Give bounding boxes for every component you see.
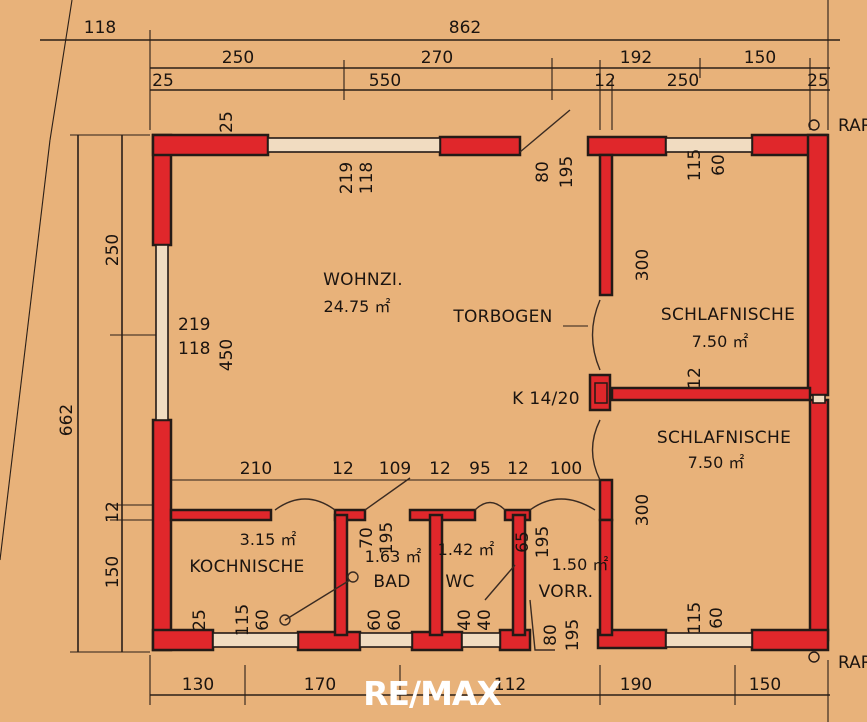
dim-bottom-190: 190	[620, 675, 652, 695]
dim-bad-win-60a: 60	[365, 609, 385, 631]
bottom-dimension-lines	[149, 655, 830, 722]
dim-top-150: 150	[744, 48, 776, 68]
inner-dimension-labels: 210 12 109 12 95 12 100	[171, 459, 600, 481]
dim-top-12: 12	[594, 71, 616, 91]
label-torbogen: TORBOGEN	[452, 307, 552, 327]
room-labels: WOHNZI. 24.75 ㎡ SCHLAFNISCHE 7.50 ㎡ SCHL…	[189, 270, 795, 602]
dim-wc-win-40b: 40	[475, 609, 495, 631]
dim-inner-95: 95	[469, 459, 491, 479]
dim-vorr-door-195: 195	[563, 619, 583, 651]
dim-inner-12a: 12	[332, 459, 354, 479]
room-area-kochnische: 3.15 ㎡	[240, 530, 297, 549]
dim-wall-25-top: 25	[217, 111, 237, 133]
top-dimension-lines	[40, 0, 840, 141]
remax-watermark: RE/MAX	[363, 674, 501, 713]
top-dimension-labels: 118 862 250 270 192 150 25 550 12 250 25	[84, 18, 829, 91]
rar-marker-bottom	[808, 651, 820, 663]
dim-wc-win-40a: 40	[455, 609, 475, 631]
dim-top-25-right: 25	[807, 71, 829, 91]
dim-wohn-window-219: 219	[178, 315, 210, 335]
dim-door-80: 80	[533, 161, 553, 183]
room-name-wohnzimmer: WOHNZI.	[323, 270, 403, 290]
room-name-wc: WC	[445, 572, 474, 592]
dim-inner-100: 100	[550, 459, 582, 479]
dim-inner-12c: 12	[507, 459, 529, 479]
dim-bottom-150: 150	[749, 675, 781, 695]
bottom-dimension-labels: 130 170 112 190 150	[182, 675, 781, 695]
rar-marker-top	[808, 119, 820, 131]
dim-left-662: 662	[57, 404, 77, 436]
doors	[274, 109, 601, 651]
room-area-schlafnische-2: 7.50 ㎡	[688, 453, 745, 472]
room-name-schlafnische-1: SCHLAFNISCHE	[661, 305, 795, 325]
dim-schlaf1-300: 300	[633, 249, 653, 281]
dim-wall-25-bottom: 25	[190, 609, 210, 631]
annotation-labels: TORBOGEN K 14/20 RAR RAR	[452, 116, 867, 673]
dim-door-195: 195	[557, 156, 577, 188]
dim-left-12: 12	[103, 501, 123, 523]
dim-bad-door-70: 70	[357, 527, 377, 549]
dim-bottom-130: 130	[182, 675, 214, 695]
dim-left-250: 250	[103, 234, 123, 266]
room-name-kochnische: KOCHNISCHE	[189, 557, 304, 577]
room-area-vorraum: 1.50 ㎡	[552, 555, 609, 574]
walls	[151, 133, 830, 652]
room-area-bad: 1.63 ㎡	[365, 547, 422, 566]
dim-top-118: 118	[84, 18, 116, 38]
dim-vorr-door-80: 80	[541, 624, 561, 646]
dim-wc-door-195: 195	[533, 526, 553, 558]
dim-top-window-118: 118	[357, 162, 377, 194]
dim-inner-109: 109	[379, 459, 411, 479]
dim-bottom-170: 170	[304, 675, 336, 695]
label-rar-top: RAR	[838, 116, 867, 136]
label-rar-bottom: RAR	[838, 653, 867, 673]
dim-top-270: 270	[421, 48, 453, 68]
room-area-wohnzimmer: 24.75 ㎡	[324, 297, 391, 316]
dim-bad-door-195: 195	[377, 522, 397, 554]
dim-top-25-left: 25	[152, 71, 174, 91]
dim-wohn-window-118: 118	[178, 339, 210, 359]
dim-schlaf-win-bottom-60: 60	[707, 607, 727, 629]
dim-schlaf2-300: 300	[633, 494, 653, 526]
kamin-marker	[594, 382, 608, 404]
dim-bottom-112: 112	[494, 675, 526, 695]
dim-wc-door-65: 65	[513, 531, 533, 553]
dim-top-862: 862	[449, 18, 481, 38]
dim-schlaf-win-115: 115	[685, 149, 705, 181]
dim-left-150: 150	[103, 556, 123, 588]
dim-inner-12b: 12	[429, 459, 451, 479]
room-name-schlafnische-2: SCHLAFNISCHE	[657, 428, 791, 448]
dim-top-250b: 250	[667, 71, 699, 91]
dim-schlaf-win-60: 60	[709, 154, 729, 176]
lower-dimension-labels: 70 195 65 195 25 115 60 60 60 40 40 80 1…	[190, 522, 727, 651]
windows	[155, 137, 826, 648]
room-area-schlafnische-1: 7.50 ㎡	[692, 332, 749, 351]
dim-top-window-219: 219	[337, 162, 357, 194]
dim-inner-210: 210	[240, 459, 272, 479]
left-dimension-lines	[0, 134, 160, 653]
dim-top-192: 192	[620, 48, 652, 68]
dim-wohn-450: 450	[217, 339, 237, 371]
dim-top-550: 550	[369, 71, 401, 91]
room-name-bad: BAD	[373, 572, 410, 592]
dim-top-250: 250	[222, 48, 254, 68]
label-kamin: K 14/20	[512, 389, 580, 409]
left-dimension-labels: 662 250 12 150 219 118 450 25 219 118 80…	[57, 111, 729, 588]
dim-bad-win-60b: 60	[385, 609, 405, 631]
room-area-wc: 1.42 ㎡	[438, 540, 495, 559]
dim-koch-win-60: 60	[253, 609, 273, 631]
dim-koch-win-115: 115	[233, 604, 253, 636]
dim-schlaf-12: 12	[685, 367, 705, 389]
room-name-vorraum: VORR.	[539, 582, 594, 602]
dim-schlaf-win-bottom-115: 115	[685, 602, 705, 634]
